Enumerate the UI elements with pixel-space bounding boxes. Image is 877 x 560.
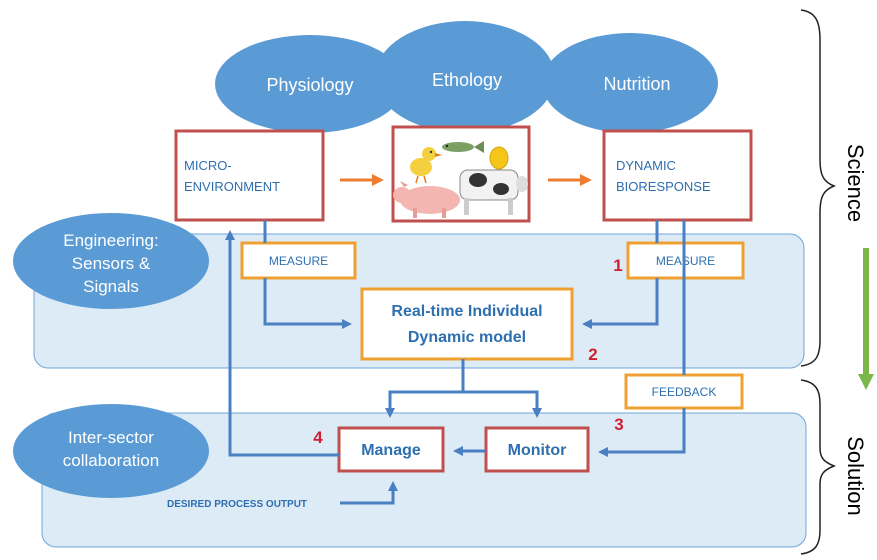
manage-box (337, 426, 445, 473)
collaboration-label-line2: collaboration (63, 451, 159, 470)
monitor-label: Monitor (508, 442, 567, 459)
measure-left-box (240, 241, 357, 280)
step-number-1: 1 (613, 256, 622, 275)
collaboration-label-line1: Inter-sector (68, 428, 154, 447)
pig-icon (393, 181, 460, 218)
desired-output-label: DESIRED PROCESS OUTPUT (167, 499, 307, 510)
manage-label: Manage (361, 442, 421, 459)
feedback-label: FEEDBACK (652, 385, 717, 399)
fish-icon (442, 141, 484, 153)
collaboration-ellipse (13, 404, 209, 498)
measure-left-feed-line (263, 278, 352, 329)
physiology-label: Physiology (266, 75, 353, 95)
manage-to-environment-line (225, 230, 339, 457)
engineering-label-line1: Engineering: (63, 231, 158, 250)
science-label: Science (843, 144, 868, 222)
model-to-monitor-line (463, 390, 542, 418)
cow-icon (459, 169, 528, 215)
step-number-4: 4 (313, 428, 323, 447)
step-number-2: 2 (588, 345, 597, 364)
ethology-label: Ethology (432, 70, 502, 90)
engineering-label-line3: Signals (83, 277, 139, 296)
engineering-label-line2: Sensors & (72, 254, 151, 273)
model-to-manage-line (385, 390, 463, 418)
dynamic-bioresponse-line2: BIORESPONSE (616, 179, 711, 194)
solution-label: Solution (843, 436, 868, 516)
physiology-ellipse (215, 35, 405, 133)
solution-brace (800, 379, 837, 555)
step-number-3: 3 (614, 415, 623, 434)
desired-output-line (340, 481, 398, 505)
dynamic-bioresponse-line1: DYNAMIC (616, 158, 676, 173)
feedback-to-monitor-line (598, 408, 686, 457)
ethology-ellipse (375, 21, 555, 133)
flow-lines (225, 220, 686, 505)
egg-icon (489, 146, 509, 170)
dynamic-model-box (360, 287, 574, 361)
micro-environment-line2: ENVIRONMENT (184, 179, 280, 194)
chick-icon (410, 147, 442, 184)
measure-left-label: MEASURE (269, 254, 328, 268)
engineering-ellipse (13, 213, 209, 309)
nutrition-label: Nutrition (603, 74, 670, 94)
micro-environment-box (174, 129, 325, 222)
dynamic-bioresponse-box (602, 129, 753, 222)
measure-right-to-model-line (582, 278, 659, 329)
micro-environment-line1: MICRO- (184, 158, 232, 173)
dynamic-model-line1: Real-time Individual (391, 303, 542, 320)
science-brace (800, 9, 837, 367)
down-arrow-icon (858, 248, 874, 390)
nutrition-ellipse (542, 33, 718, 133)
dynamic-model-line2: Dynamic model (408, 329, 526, 346)
